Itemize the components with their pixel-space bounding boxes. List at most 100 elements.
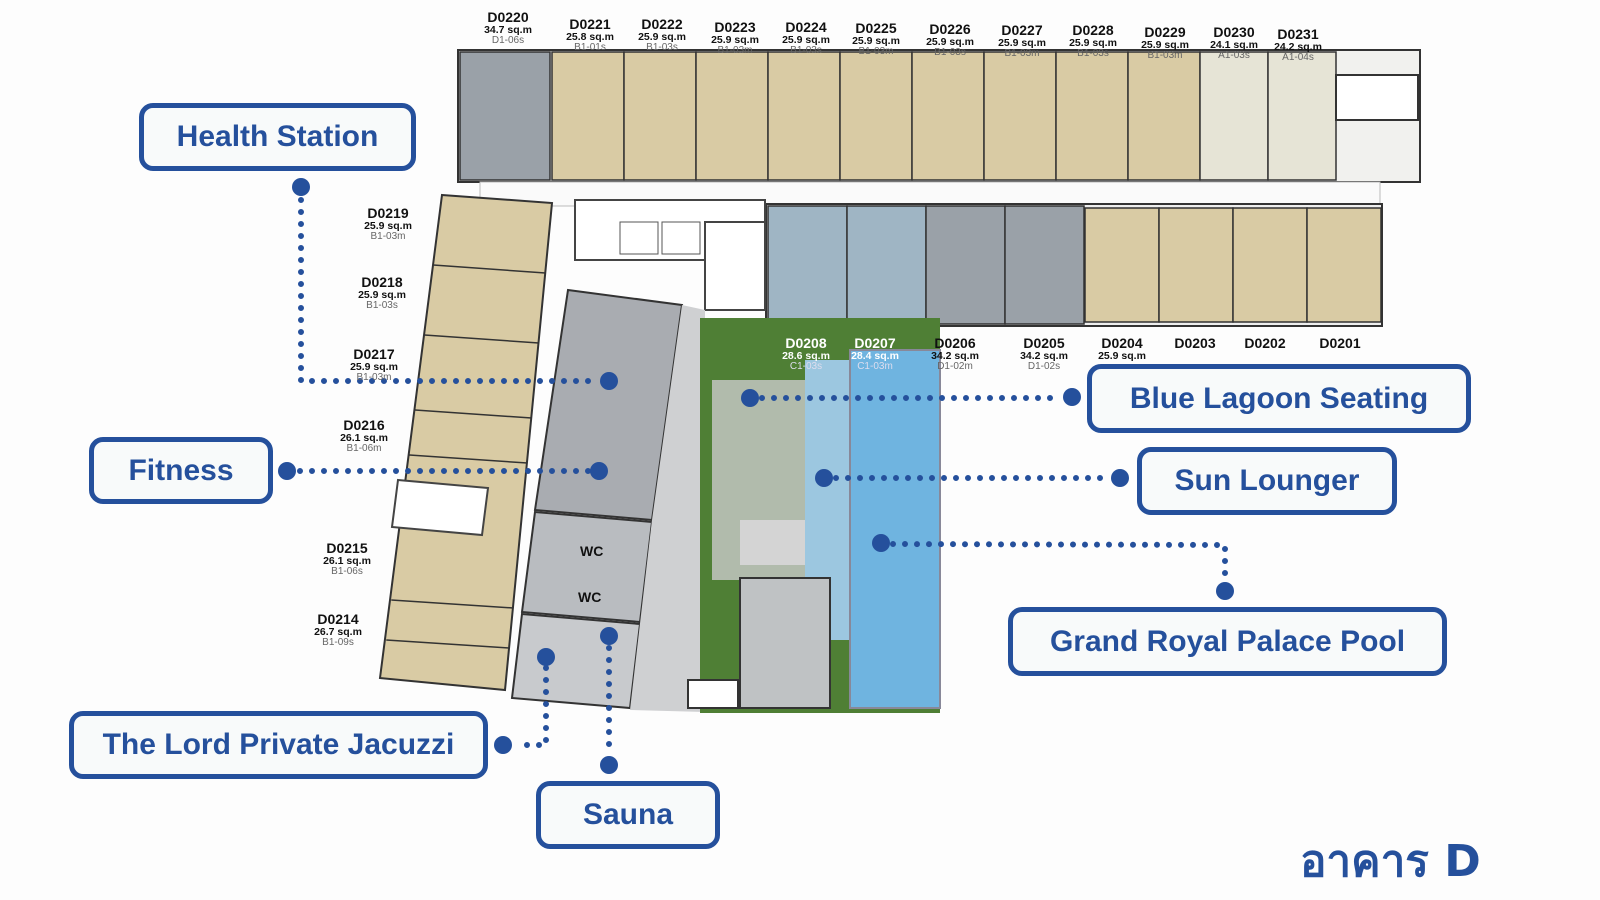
unit-type: A1-04s: [1282, 51, 1314, 63]
pool-steps: [739, 577, 831, 709]
marker-fitness: [278, 462, 296, 480]
unit-id: D0203: [1174, 335, 1216, 351]
building-title: อาคาร D: [1300, 836, 1481, 887]
marker-health-station: [292, 178, 310, 196]
unit-area: 24.1 sq.m: [1210, 38, 1258, 51]
unit-id: D0229: [1144, 24, 1186, 40]
unit-type: B1-03s: [646, 41, 678, 53]
unit-D0231: [1267, 51, 1337, 181]
unit-middle-3: [1004, 205, 1085, 325]
unit-id: D0225: [855, 20, 897, 36]
unit-type: B1-03m: [1004, 47, 1040, 59]
wc-area: [520, 510, 654, 624]
marker-pool: [872, 534, 890, 552]
unit-id: D0226: [929, 21, 971, 37]
callout-grand-royal-palace-pool[interactable]: Grand Royal Palace Pool: [1008, 607, 1447, 676]
room-label-wc-1: WC: [580, 543, 604, 559]
unit-type: C1-03m: [857, 360, 893, 372]
unit-id: D0214: [317, 611, 359, 627]
marker-jacuzzi-end: [494, 736, 512, 754]
unit-area: 25.9 sq.m: [711, 33, 759, 46]
unit-divider: [391, 599, 514, 609]
marker-blue-lagoon-end: [1063, 388, 1081, 406]
callout-blue-lagoon-seating[interactable]: Blue Lagoon Seating: [1087, 364, 1471, 433]
unit-type: B1-03s: [366, 299, 398, 311]
unit-id: D0218: [361, 274, 403, 290]
unit-area: 25.9 sq.m: [852, 34, 900, 47]
unit-area: 25.9 sq.m: [358, 288, 406, 301]
unit-D0220: [459, 51, 551, 181]
unit-middle-1: [846, 205, 927, 325]
unit-D0230: [1199, 51, 1269, 181]
unit-type: B1-03m: [356, 371, 392, 383]
unit-type: B1-03m: [717, 44, 753, 56]
unit-id: D0217: [353, 346, 395, 362]
unit-area: 25.8 sq.m: [566, 30, 614, 43]
unit-area: 26.1 sq.m: [323, 554, 371, 567]
unit-type: B1-03m: [1147, 49, 1183, 61]
unit-middle-2: [925, 205, 1006, 325]
callout-health-station[interactable]: Health Station: [139, 103, 416, 171]
unit-id: D0222: [641, 16, 683, 32]
marker-health-station-end: [600, 372, 618, 390]
marker-blue-lagoon: [741, 389, 759, 407]
unit-D0226: [911, 51, 985, 181]
unit-area: 34.2 sq.m: [931, 349, 979, 362]
unit-area: 26.1 sq.m: [340, 431, 388, 444]
unit-D0225: [839, 51, 913, 181]
unit-area: 28.4 sq.m: [851, 349, 899, 362]
unit-area: 25.9 sq.m: [1069, 36, 1117, 49]
unit-type: B1-01s: [574, 41, 606, 53]
unit-middle-tan-2: [1232, 207, 1308, 323]
unit-divider: [433, 264, 546, 274]
unit-id: D0227: [1001, 22, 1043, 38]
marker-sauna: [600, 627, 618, 645]
unit-id: D0231: [1277, 26, 1319, 42]
unit-id: D0208: [785, 335, 827, 351]
unit-label-D0203: D0203: [1174, 336, 1215, 351]
stair-core-top-right: [1335, 74, 1419, 121]
callout-sun-lounger[interactable]: Sun Lounger: [1137, 447, 1397, 515]
unit-D0228: [1055, 51, 1129, 181]
callout-lord-private-jacuzzi[interactable]: The Lord Private Jacuzzi: [69, 711, 488, 779]
unit-area: 25.9 sq.m: [638, 30, 686, 43]
elevator-2: [661, 221, 701, 255]
unit-type: B1-09s: [322, 636, 354, 648]
unit-type: B1-03m: [370, 230, 406, 242]
callout-sauna[interactable]: Sauna: [536, 781, 720, 849]
paving-area: [630, 305, 705, 712]
unit-type: D1-02m: [937, 360, 973, 372]
unit-id: D0224: [785, 19, 827, 35]
unit-area: 25.9 sq.m: [364, 219, 412, 232]
unit-type: D1-06s: [491, 34, 525, 46]
unit-area: 34.7 sq.m: [484, 23, 532, 36]
unit-id: D0230: [1213, 24, 1255, 40]
unit-area: 25.9 sq.m: [350, 360, 398, 373]
unit-id: D0220: [487, 9, 529, 25]
unit-id: D0219: [367, 205, 409, 221]
elevator-1: [619, 221, 659, 255]
deck-stairs: [687, 679, 739, 709]
marker-fitness-end: [590, 462, 608, 480]
unit-type: B1-03s: [934, 46, 966, 58]
callout-fitness[interactable]: Fitness: [89, 437, 273, 504]
unit-D0223: [695, 51, 769, 181]
unit-divider: [409, 454, 528, 464]
